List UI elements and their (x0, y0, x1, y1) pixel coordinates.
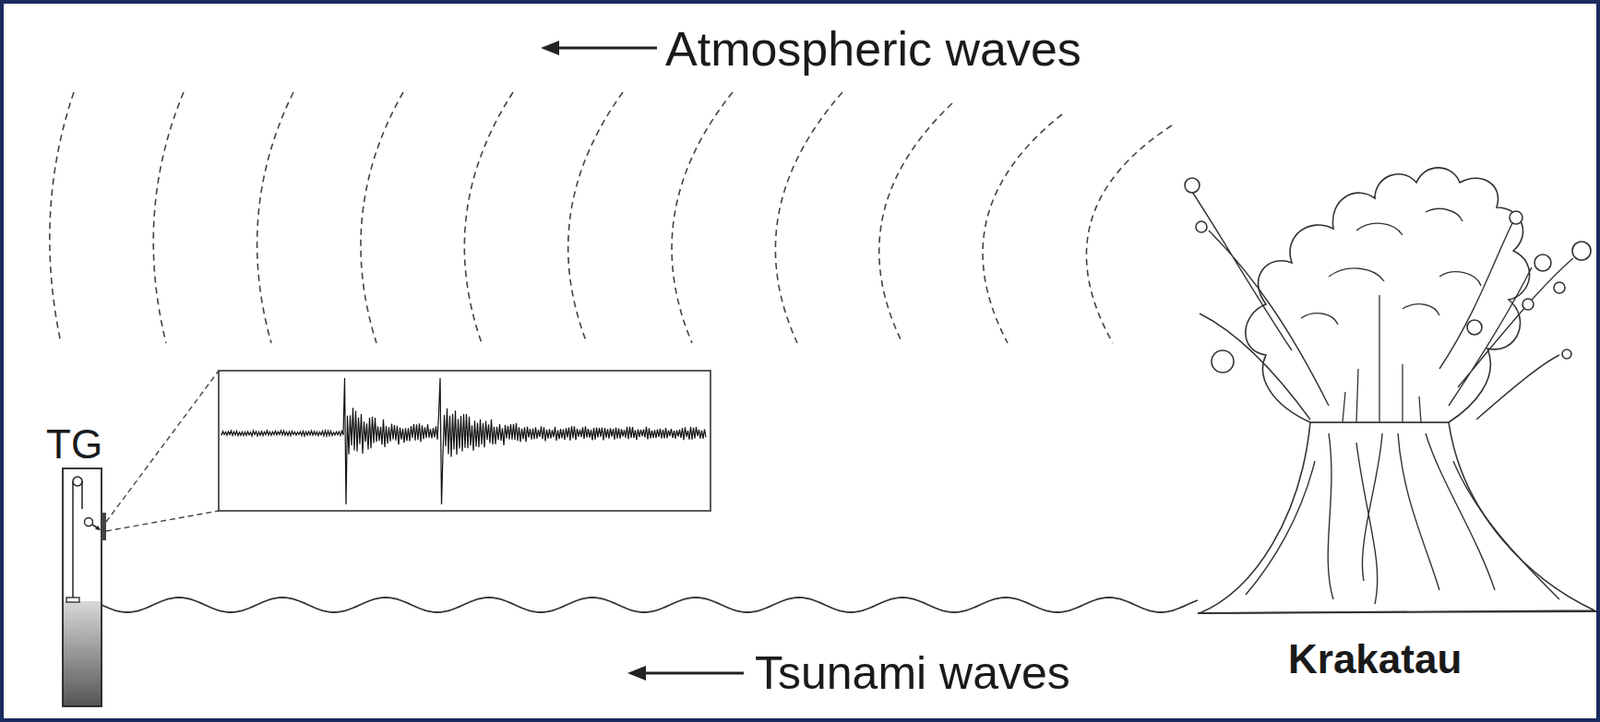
ejecta-bomb (1572, 241, 1591, 261)
float-wire (71, 481, 74, 598)
counterweight-wire (81, 481, 84, 510)
ejecta-bomb (1184, 178, 1200, 193)
tide-gauge-water (62, 601, 102, 707)
gauge-label: TG (46, 424, 103, 466)
wave-front (982, 114, 1063, 344)
wave-front (464, 92, 514, 344)
ejecta-trails (1190, 189, 1574, 420)
wave-front (1086, 125, 1172, 344)
wave-label: Atmospheric waves (665, 24, 1082, 73)
wave-front (775, 92, 843, 344)
wave-label: Tsunami waves (754, 650, 1071, 697)
pulley (72, 477, 83, 487)
ejecta-bomb (1195, 221, 1207, 233)
cloud-billows (1301, 208, 1481, 325)
recorder (101, 513, 107, 541)
float (66, 597, 80, 603)
ejecta-bomb (1522, 298, 1534, 311)
ejecta-bomb (1467, 320, 1482, 335)
wave-front (568, 92, 623, 344)
wave-front (257, 92, 294, 344)
tide-gauge-well (62, 468, 102, 707)
wave-front (153, 92, 184, 344)
zoom-line (106, 511, 219, 532)
arrow-head (540, 40, 560, 56)
wave-front (360, 92, 404, 344)
lava-channels (1245, 433, 1560, 605)
wave-front (671, 92, 733, 344)
pen (92, 525, 100, 530)
pen-tip (95, 525, 101, 531)
recorder-drum (84, 518, 94, 527)
record-inset (218, 370, 711, 512)
volcano-cone (1199, 422, 1595, 614)
island-base (1197, 611, 1597, 614)
ejecta-bomb (1562, 349, 1572, 359)
ejecta-bomb (1509, 211, 1523, 225)
eruption-column (1342, 295, 1421, 423)
sea-surface (101, 597, 1198, 613)
direction-arrow (638, 672, 744, 676)
illustration (3, 3, 1597, 719)
volcano (1184, 167, 1595, 614)
atmospheric-wave-fronts (49, 92, 1172, 344)
arrow-head (627, 666, 646, 681)
volcano-name: Krakatau (1288, 639, 1462, 681)
ejecta-bomb (1553, 282, 1565, 294)
diagram-panel: Atmospheric wavesTsunami waves Krakatau TG (3, 3, 1597, 719)
wave-front (49, 92, 74, 344)
tide-gauge-record (221, 378, 706, 505)
wave-front (879, 103, 953, 344)
ejecta-bomb (1211, 350, 1234, 373)
direction-arrow (551, 47, 657, 50)
zoom-line (106, 370, 219, 523)
ejecta-bomb (1534, 254, 1552, 272)
eruption-cloud (1245, 167, 1530, 423)
